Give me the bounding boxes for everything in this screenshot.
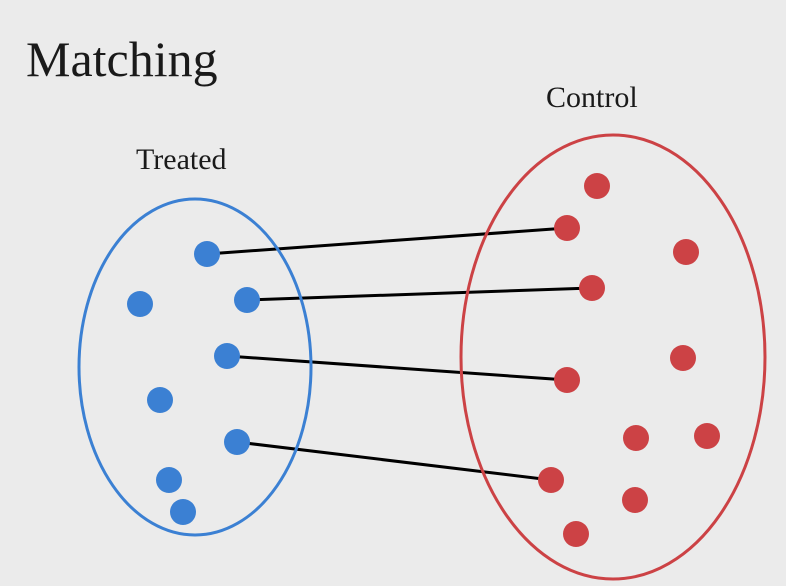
control-point	[670, 345, 696, 371]
match-line	[206, 226, 568, 256]
treated-point	[127, 291, 153, 317]
control-points	[538, 173, 720, 547]
control-point	[579, 275, 605, 301]
match-line	[246, 286, 593, 302]
match-line	[236, 440, 552, 482]
treated-points	[127, 241, 260, 525]
diagram-title: Matching	[26, 31, 218, 87]
control-point	[673, 239, 699, 265]
match-line	[226, 354, 568, 382]
treated-point	[234, 287, 260, 313]
treated-point	[170, 499, 196, 525]
control-point	[538, 467, 564, 493]
control-point	[622, 487, 648, 513]
control-point	[623, 425, 649, 451]
treated-point	[156, 467, 182, 493]
treated-point	[147, 387, 173, 413]
treated-group-label: Treated	[136, 143, 227, 176]
control-point	[694, 423, 720, 449]
treated-point	[224, 429, 250, 455]
control-group-label: Control	[546, 81, 638, 114]
control-group-ellipse	[459, 133, 767, 581]
control-point	[563, 521, 589, 547]
control-point	[554, 215, 580, 241]
control-point	[584, 173, 610, 199]
treated-point	[194, 241, 220, 267]
treated-point	[214, 343, 240, 369]
treated-group-ellipse	[77, 197, 313, 537]
control-point	[554, 367, 580, 393]
match-lines	[206, 226, 593, 482]
